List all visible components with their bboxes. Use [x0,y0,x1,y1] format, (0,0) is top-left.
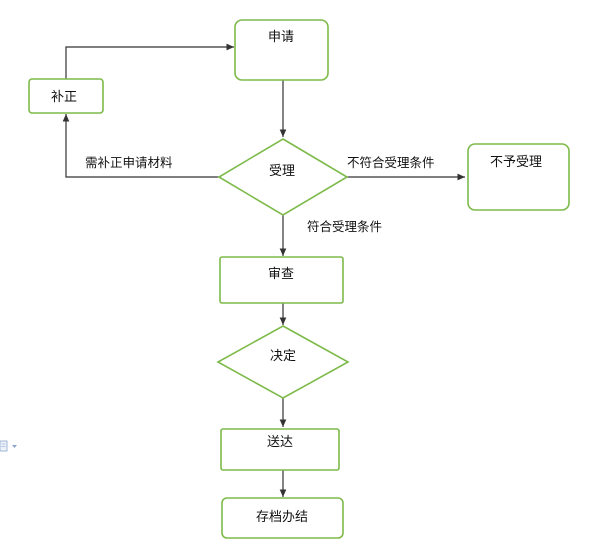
edges [62,43,465,497]
chevron-down-icon[interactable] [12,445,17,448]
node-review [219,256,344,304]
node-deliver [220,428,340,471]
document-icon[interactable] [0,440,8,452]
node-decide-label: 决定 [270,349,296,364]
node-correct-label: 补正 [51,90,77,105]
node-decide [216,325,350,399]
node-apply-label: 申请 [268,30,294,45]
node-correct [28,78,104,114]
node-accept [217,138,349,216]
node-archive-label: 存档办结 [256,510,308,525]
node-reject-label: 不予受理 [490,155,542,170]
node-review-label: 审查 [268,267,294,282]
node-apply [234,19,329,81]
edge-correct-apply [65,43,234,79]
edge-accept-correct [62,114,219,178]
node-accept-label: 受理 [269,164,295,179]
label-need-correction: 需补正申请材料 [85,155,173,170]
node-archive [221,497,344,539]
label-eligible: 符合受理条件 [307,219,382,234]
nodes [28,19,570,539]
node-reject [467,143,570,211]
node-deliver-label: 送达 [267,435,293,450]
label-not-eligible: 不符合受理条件 [347,155,435,170]
